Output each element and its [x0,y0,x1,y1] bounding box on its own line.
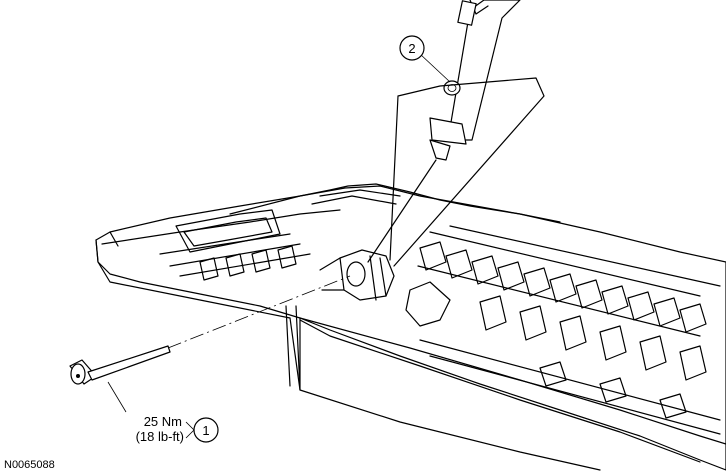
tailgate-top-rim [101,209,341,247]
tool-collar [429,117,467,145]
tailgate-assembly [95,183,726,471]
callout-1-number: 1 [202,423,209,438]
hinge-bracket [319,249,395,301]
bushing [443,80,461,96]
tool-tip [429,139,451,161]
tool-tip-cap [457,0,477,26]
tailgate-front-face [95,239,701,471]
top-back-ridge [311,189,401,205]
tailgate-outline [95,185,726,471]
callout-2-leader [419,53,451,83]
bolt-axis-line [167,275,351,349]
detail-callout-outline [389,77,545,267]
callout-1-leader [107,381,127,413]
torque-nm-label: 25 Nm [144,414,182,429]
callout-1-marker: 1 [193,417,219,443]
bolt [69,345,171,385]
inner-panel-edge [299,317,726,445]
callout-2-marker: 2 [399,35,425,61]
tool-guide-line [367,159,437,263]
left-ribs [159,233,311,281]
rib-pattern [417,225,721,435]
callout-1-bracket [185,421,195,439]
left-recess [175,209,281,253]
figure-id: N0065088 [4,459,55,471]
support-strut [405,281,451,327]
tailgate-seam [285,305,301,391]
bolt-shank [87,345,171,381]
callout-2-number: 2 [408,41,415,56]
pin-tool [429,0,521,161]
hinge-bore [346,261,366,287]
torque-lbft-label: (18 lb-ft) [136,429,184,444]
